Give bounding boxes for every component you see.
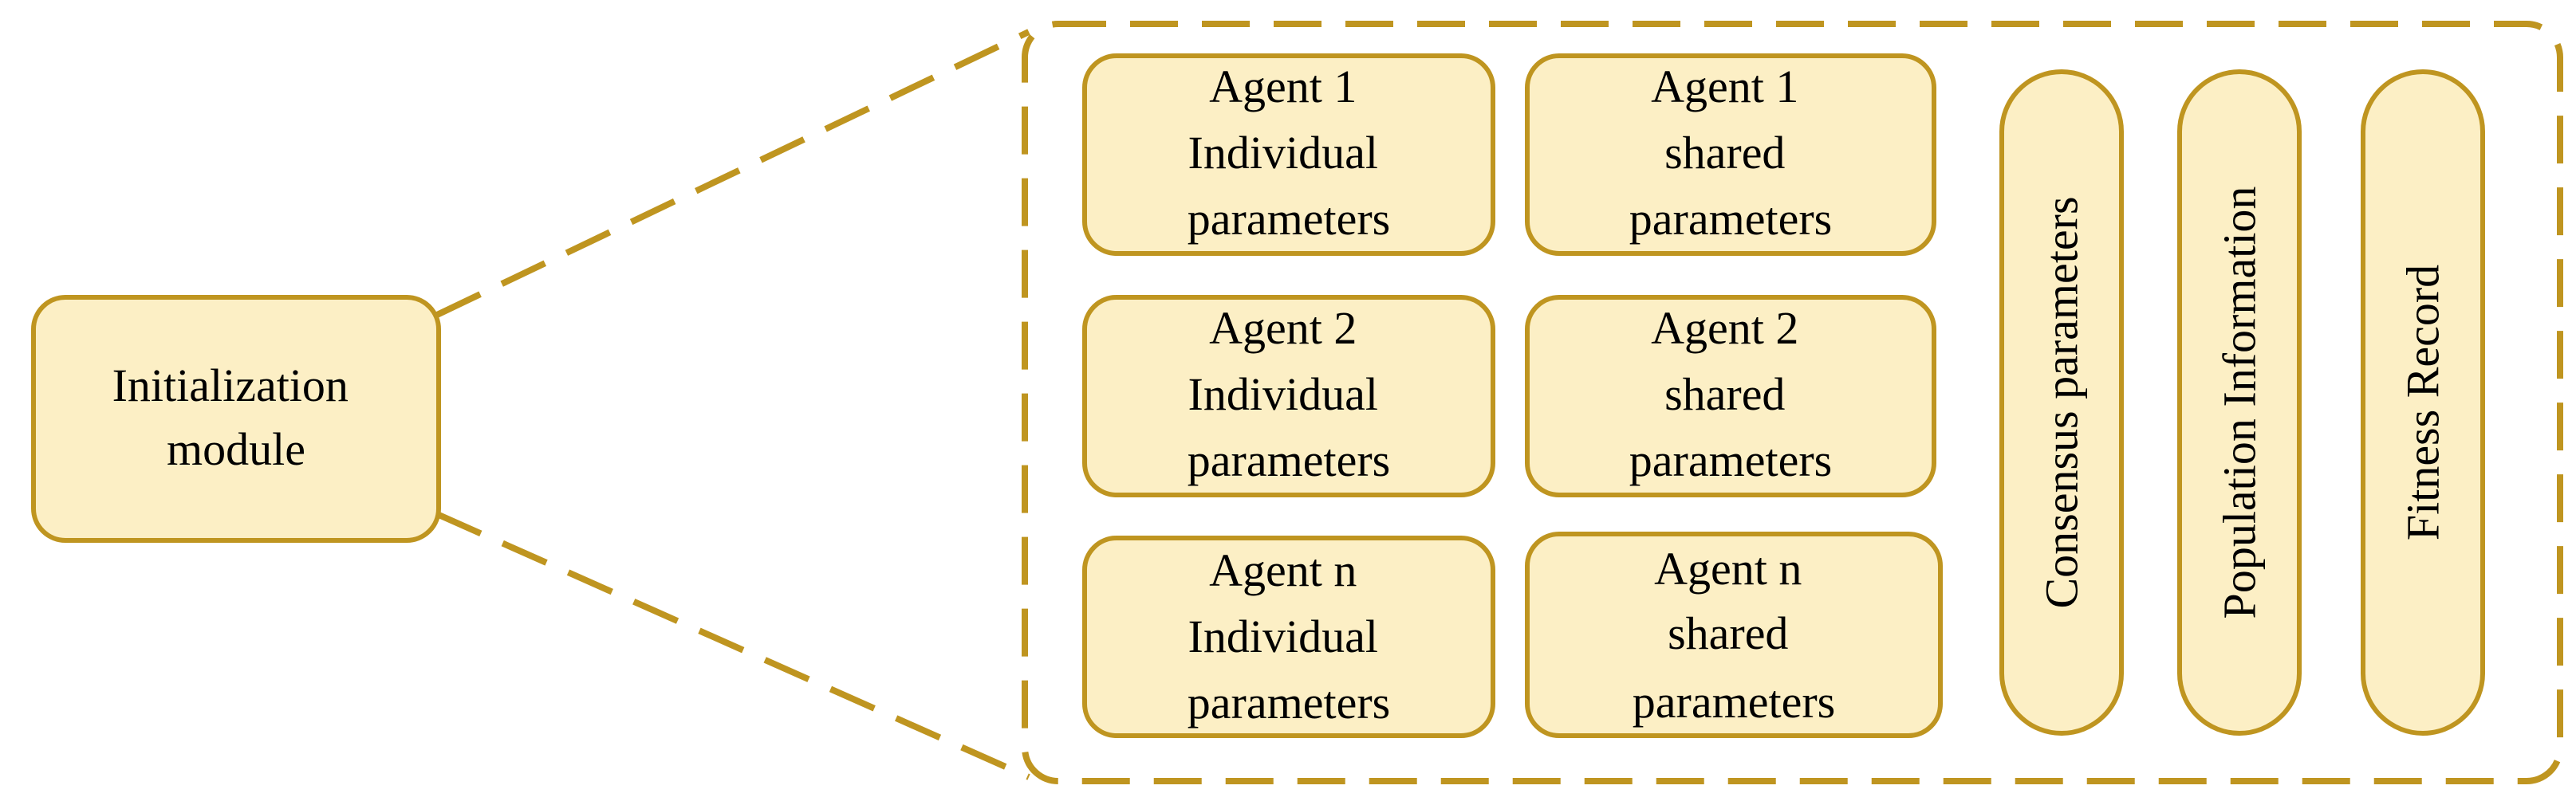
shared-parameters-box-bg: [1525, 295, 1936, 497]
individual-parameters-box: Agent 2 Individual parameters: [1082, 295, 1495, 497]
individual-parameters-box-bg: [1082, 295, 1495, 497]
individual-parameters-box: Agent n Individual parameters: [1082, 536, 1495, 738]
box-line: shared: [1664, 368, 1785, 420]
box-line: Agent 1: [1651, 61, 1798, 112]
initialization-module-line-1: Initialization: [112, 359, 349, 411]
individual-parameters-box-bg: [1082, 536, 1495, 738]
box-line: Agent 1: [1209, 61, 1357, 112]
shared-parameters-box-bg: [1525, 53, 1936, 256]
box-line: shared: [1664, 127, 1785, 179]
initialization-module-label: Initialization module: [112, 359, 360, 475]
connector-line-top: [435, 29, 1030, 318]
shared-parameters-box: Agent 2 shared parameters: [1525, 295, 1936, 497]
individual-parameters-label: Agent 2 Individual parameters: [1188, 302, 1390, 486]
shared-parameters-label: Agent 2 shared parameters: [1629, 302, 1832, 486]
fitness-record-box: Fitness Record: [2361, 69, 2485, 736]
individual-parameters-label: Agent 1 Individual parameters: [1188, 61, 1390, 245]
individual-parameters-box-bg: [1082, 53, 1495, 256]
box-line: parameters: [1188, 193, 1390, 245]
individual-parameters-box: Agent 1 Individual parameters: [1082, 53, 1495, 256]
box-line: Individual: [1188, 127, 1378, 179]
shared-parameters-box-bg: [1525, 532, 1943, 738]
box-line: parameters: [1629, 193, 1832, 245]
fitness-record-box-bg: [2361, 69, 2485, 736]
box-line: Agent n: [1654, 543, 1802, 595]
box-line: parameters: [1188, 434, 1390, 486]
box-line: Agent 2: [1651, 302, 1798, 354]
initialization-module-box: [31, 295, 441, 543]
box-line: Agent n: [1209, 544, 1357, 596]
population-information-box: Population Information: [2177, 69, 2302, 736]
box-line: Individual: [1188, 611, 1378, 662]
connector-line-bottom: [435, 511, 1030, 780]
shared-parameters-box: Agent 1 shared parameters: [1525, 53, 1936, 256]
box-line: shared: [1668, 607, 1788, 659]
box-line: Individual: [1188, 368, 1378, 420]
shared-parameters-label: Agent n shared parameters: [1633, 543, 1835, 728]
consensus-parameters-label: Consensus parameters: [2036, 196, 2088, 608]
fitness-record-label: Fitness Record: [2397, 265, 2449, 540]
consensus-parameters-box-bg: [1999, 69, 2124, 736]
population-information-label: Population Information: [2214, 187, 2266, 619]
population-information-box-bg: [2177, 69, 2302, 736]
shared-parameters-box: Agent n shared parameters: [1525, 532, 1943, 738]
box-line: Agent 2: [1209, 302, 1357, 354]
shared-parameters-label: Agent 1 shared parameters: [1629, 61, 1832, 245]
initialization-module: Initialization module: [31, 295, 441, 543]
box-line: parameters: [1633, 676, 1835, 728]
individual-parameters-label: Agent n Individual parameters: [1188, 544, 1390, 728]
box-line: parameters: [1188, 677, 1390, 728]
initialization-module-line-2: module: [167, 423, 305, 475]
expanded-container: [1022, 21, 2563, 784]
consensus-parameters-box: Consensus parameters: [1999, 69, 2124, 736]
box-line: parameters: [1629, 434, 1832, 486]
